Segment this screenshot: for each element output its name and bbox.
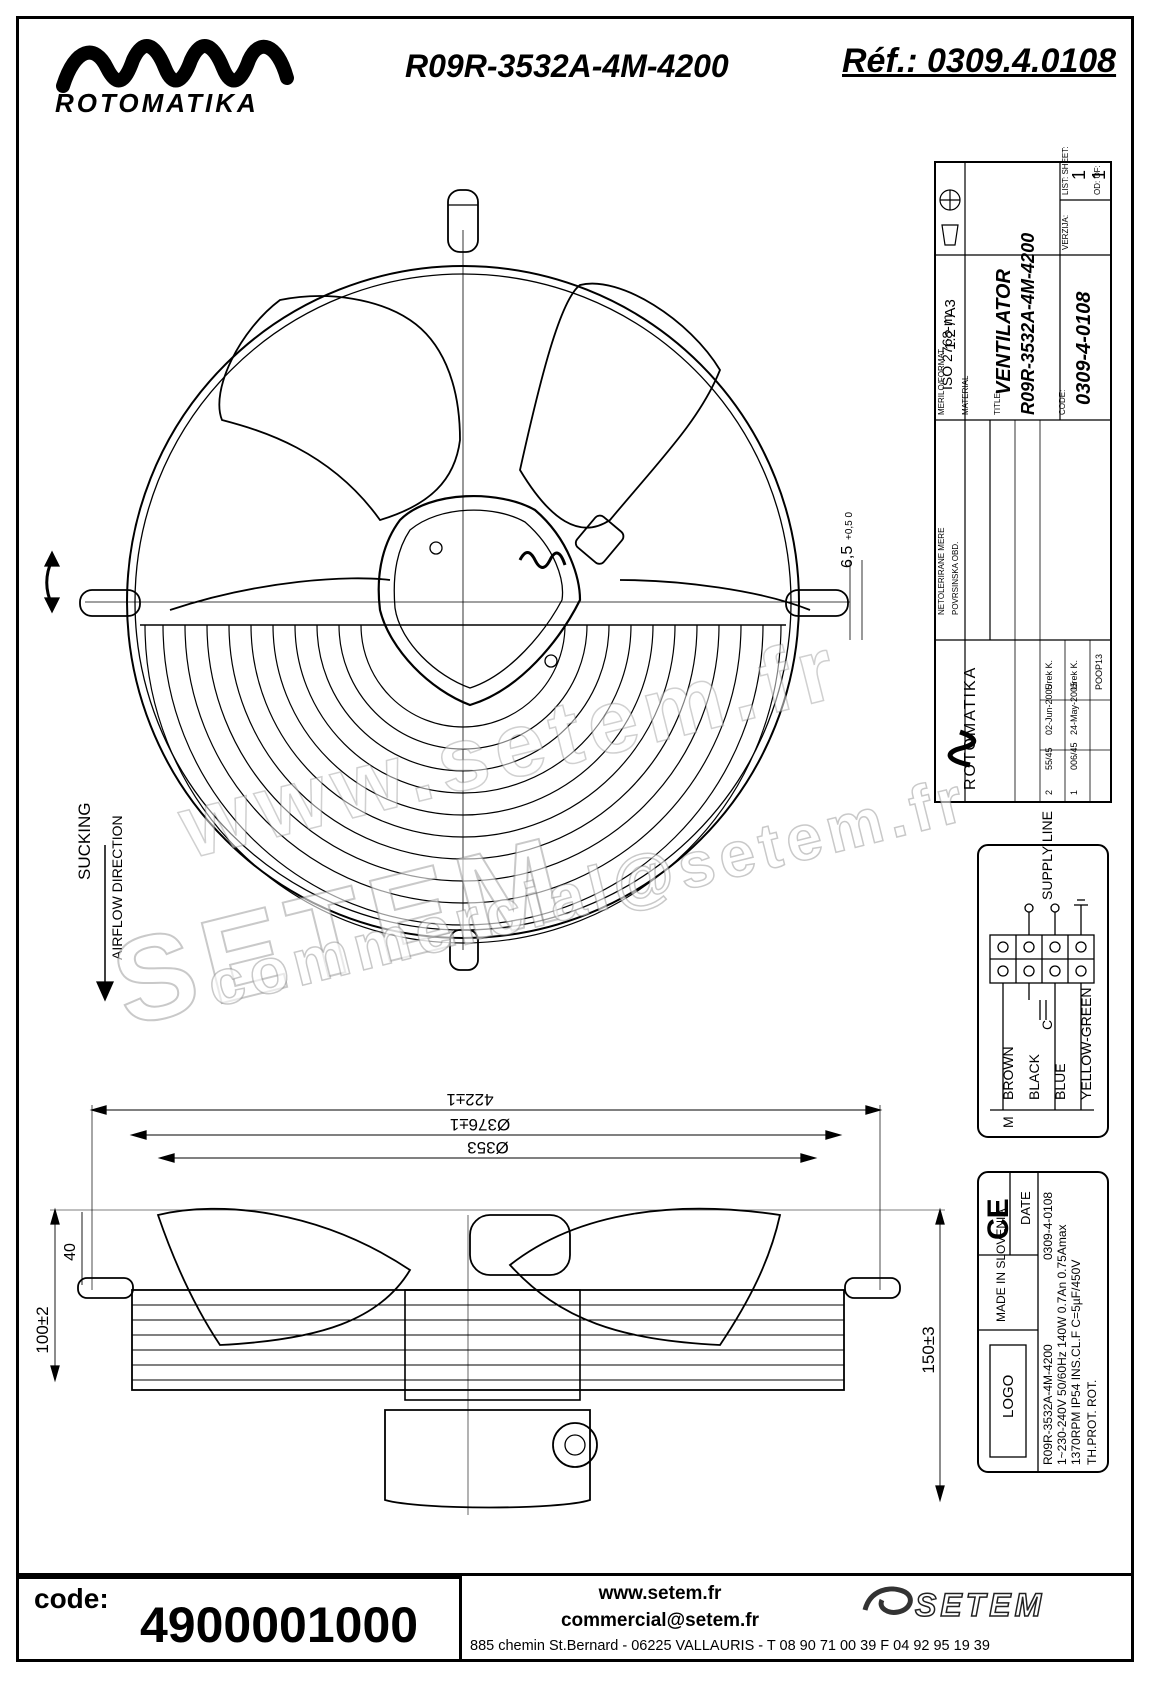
tb-scale: 1:2 / A3 [942, 299, 959, 350]
dimension-height-left: 100±2 [33, 1306, 52, 1353]
tb-rev-1-who: Urek K. [1044, 660, 1054, 690]
footer-divider [16, 1573, 1134, 1576]
title-block-text: ISO 2768-m 1:2 / A3 VENTILATOR R09R-3532… [937, 147, 1109, 795]
date-label: DATE [1018, 1191, 1033, 1225]
tb-material-standard: ISO 2768-m [939, 315, 955, 390]
tb-brand: ROTOMATIKA [962, 666, 979, 790]
code-label: code: [34, 1583, 109, 1614]
wire-brown-label: BROWN [1000, 1046, 1016, 1100]
dimension-guard: Ø376±1 [450, 1115, 510, 1134]
brand-name: ROTOMATIKA [55, 88, 259, 118]
tb-rev-1-rev: 55/45 [1044, 747, 1054, 770]
capacitor-label: C [1039, 1020, 1055, 1030]
depth-tolerance: +0,5 0 [844, 511, 855, 540]
tb-title: VENTILATOR [993, 269, 1015, 395]
tb-title-label: TITLE: [993, 391, 1002, 415]
airflow-label-direction: AIRFLOW DIRECTION [109, 815, 125, 960]
code-box [16, 1576, 462, 1662]
dimension-inner: 40 [62, 1243, 79, 1261]
tb-drawing-code: 0309-4-0108 [1073, 291, 1095, 405]
dimension-height-right: 150±3 [919, 1326, 938, 1373]
ce-mark: CE [982, 1198, 1015, 1240]
tb-of: 1 [1089, 170, 1109, 180]
tb-scale-label: MERILO/FORMAT [937, 349, 946, 415]
supply-line-label: SUPPLY LINE [1039, 811, 1055, 900]
motor-label: M [1000, 1116, 1016, 1128]
title-block [934, 161, 1112, 803]
rotomatika-logo-icon [56, 39, 294, 93]
tb-surface-label: POVRSINSKA OBD. [951, 542, 960, 615]
tb-rev-2-rev: 006/45 [1069, 742, 1079, 770]
address: 885 chemin St.Bernard - 06225 VALLAURIS … [470, 1638, 990, 1654]
wire-black-label: BLACK [1026, 1053, 1042, 1100]
reference-number: Réf.: 0309.4.0108 [842, 42, 1117, 80]
tb-material-label: MATERIAL [961, 375, 970, 415]
model-number: R09R-3532A-4M-4200 [405, 48, 729, 84]
nameplate-line2: 1~230-240V 50/60Hz 140W 0.7An 0.75Amax [1055, 1225, 1069, 1466]
tb-rev-check: POOP13 [1094, 654, 1104, 690]
tb-od-label: OD: OF: [1093, 165, 1102, 195]
made-in-label: MADE IN SLOVENIA [994, 1209, 1008, 1322]
tb-rev-2-who: Urek K. [1069, 660, 1079, 690]
tb-rev-2-date: 24-May-2005 [1069, 682, 1079, 735]
setem-swirl-icon [862, 1586, 913, 1615]
code-value: 4900001000 [140, 1597, 419, 1653]
website-link[interactable]: www.setem.fr [598, 1583, 722, 1604]
wiring-diagram [977, 844, 1109, 1138]
tb-list-label: LIST: SHEET: [1061, 147, 1070, 195]
setem-logo: SETEM [914, 1586, 1046, 1624]
front-view [43, 189, 863, 1002]
nameplate-line3: 1370RPM IP54 INS.CL.F C=5µF/450V [1069, 1260, 1083, 1465]
side-view [50, 1105, 945, 1515]
email-link[interactable]: commercial@setem.fr [560, 1610, 760, 1631]
drawing-sheet [16, 16, 1134, 1662]
wire-yellow-green-label: YELLOW-GREEN [1078, 987, 1094, 1100]
wiring-labels: SUPPLY LINE BROWN BLACK BLUE YELLOW-GREE… [1000, 811, 1094, 1128]
logo-placeholder: LOGO [1000, 1375, 1017, 1418]
wire-blue-label: BLUE [1052, 1063, 1068, 1100]
tb-tolerance-label: NETOLERIRANE MERE [937, 528, 946, 615]
tb-rev-2-num: 1 [1069, 790, 1079, 795]
tb-title-model: R09R-3532A-4M-4200 [1018, 233, 1038, 415]
nameplate-code: 0309-4-0108 [1041, 1192, 1055, 1260]
dimension-blade: Ø353 [467, 1138, 509, 1157]
nameplate-line4: TH.PROT. ROT. [1085, 1380, 1099, 1465]
nameplate [977, 1171, 1109, 1473]
nameplate-text: CE DATE MADE IN SLOVENIA LOGO R09R-3532A… [982, 1191, 1099, 1465]
tb-sheet: 1 [1069, 170, 1089, 180]
depth-dimension: 6,5 [839, 546, 856, 568]
dimension-overall: 422±1 [446, 1090, 493, 1109]
tb-rev-1-date: 02-Jun-2005 [1044, 684, 1054, 735]
tb-verzija-label: VERZIJA: [1061, 215, 1070, 250]
tb-code-label: CODE: [1058, 390, 1067, 415]
tb-rev-1-num: 2 [1044, 790, 1054, 795]
nameplate-line1: R09R-3532A-4M-4200 [1041, 1344, 1055, 1465]
airflow-label-sucking: SUCKING [75, 803, 94, 880]
